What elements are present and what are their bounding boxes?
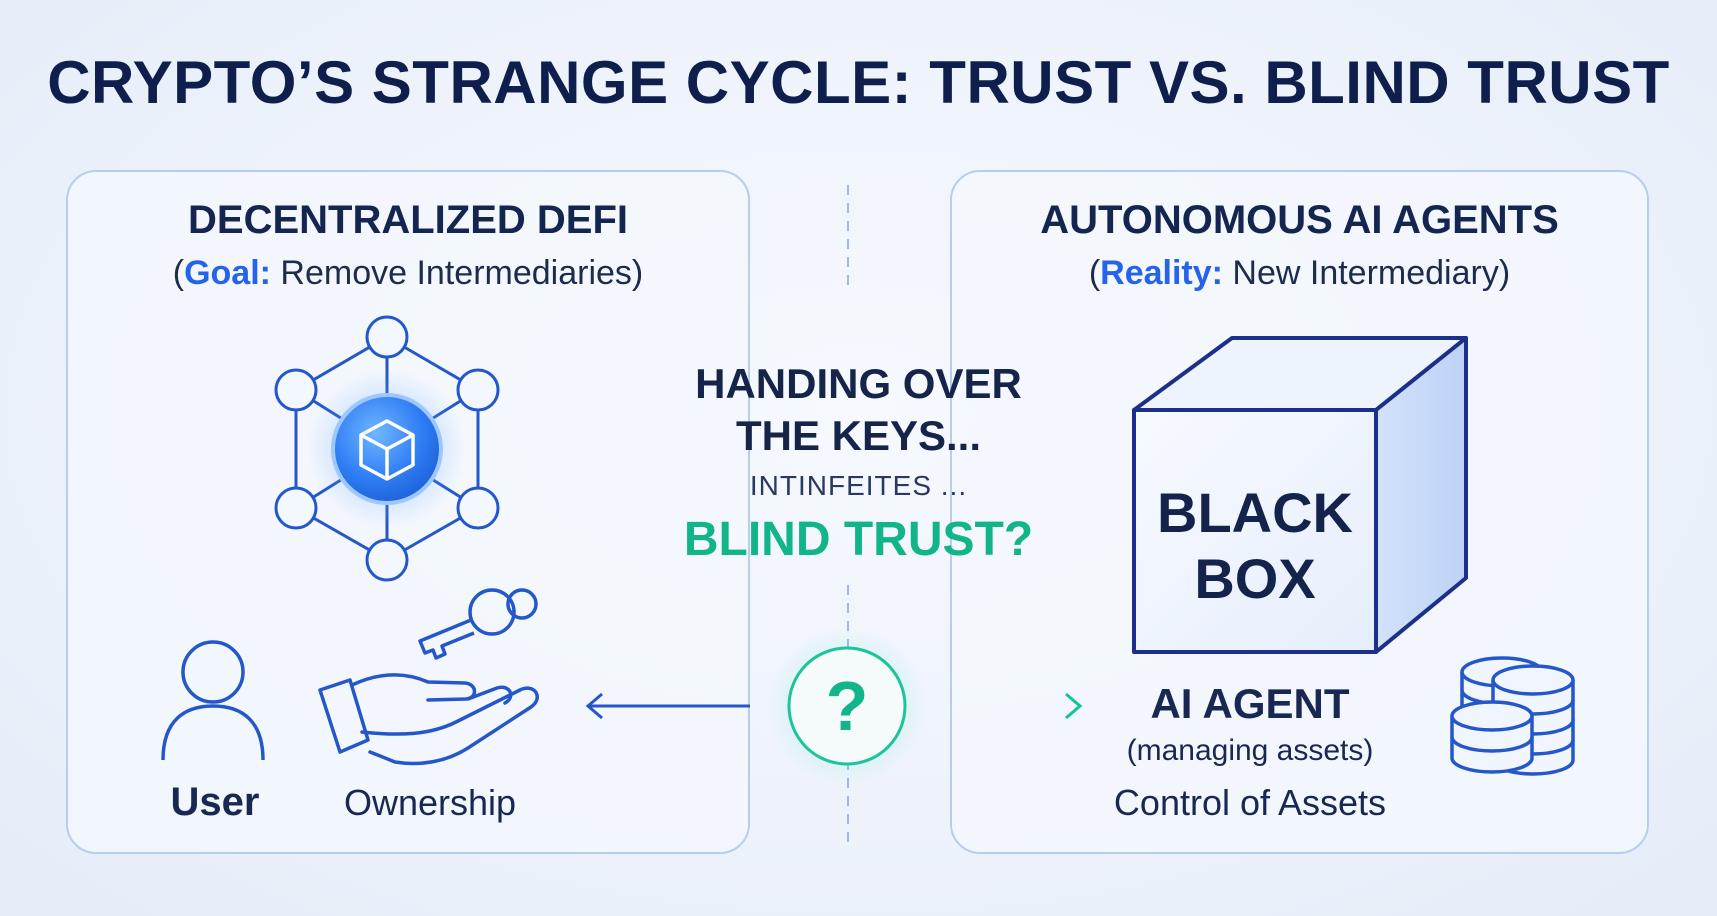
reality-text: New Intermediary) xyxy=(1222,254,1511,292)
left-arrow xyxy=(585,692,750,720)
ai-agents-panel-title: AUTONOMOUS AI AGENTS xyxy=(1040,198,1559,242)
black-box-line-1: BLACK xyxy=(1157,481,1353,544)
black-box-label: BLACK BOX xyxy=(1140,480,1370,612)
defi-panel-title: DECENTRALIZED DEFI xyxy=(188,198,628,242)
goal-text: Remove Intermediaries) xyxy=(270,254,644,292)
center-line-3: INTINFEITES ... xyxy=(749,470,968,501)
black-box-line-2: BOX xyxy=(1194,547,1316,610)
subtitle-paren: ( xyxy=(172,254,185,292)
hand-icon xyxy=(318,673,539,766)
ai-agents-panel-subtitle: (Reality: New Intermediary) xyxy=(952,254,1647,293)
network-nodes xyxy=(274,315,500,582)
key-icon xyxy=(418,588,538,660)
subtitle-paren: ( xyxy=(1088,254,1101,292)
blind-trust-question: BLIND TRUST? xyxy=(683,513,1034,566)
center-line-2: THE KEYS... xyxy=(735,412,982,459)
user-icon xyxy=(161,640,265,761)
black-box-cube xyxy=(1132,336,1468,654)
question-circle xyxy=(787,646,907,766)
right-arrow xyxy=(910,692,1083,720)
ai-agent-sublabel: (managing assets) xyxy=(1126,734,1374,767)
question-mark: ? xyxy=(825,667,869,745)
reality-label: Reality: xyxy=(1100,254,1223,292)
page-title: CRYPTO’S STRANGE CYCLE: TRUST VS. BLIND … xyxy=(47,49,1670,116)
center-line-1: HANDING OVER xyxy=(695,360,1022,407)
coins-icon xyxy=(1450,656,1575,776)
goal-label: Goal: xyxy=(184,254,271,292)
cube-icon xyxy=(359,419,415,481)
defi-panel-subtitle: (Goal: Remove Intermediaries) xyxy=(68,254,748,293)
ai-agent-label: AI AGENT xyxy=(1150,680,1350,727)
ownership-label: Ownership xyxy=(343,782,517,823)
control-of-assets-label: Control of Assets xyxy=(1113,782,1387,823)
user-label: User xyxy=(170,780,260,824)
